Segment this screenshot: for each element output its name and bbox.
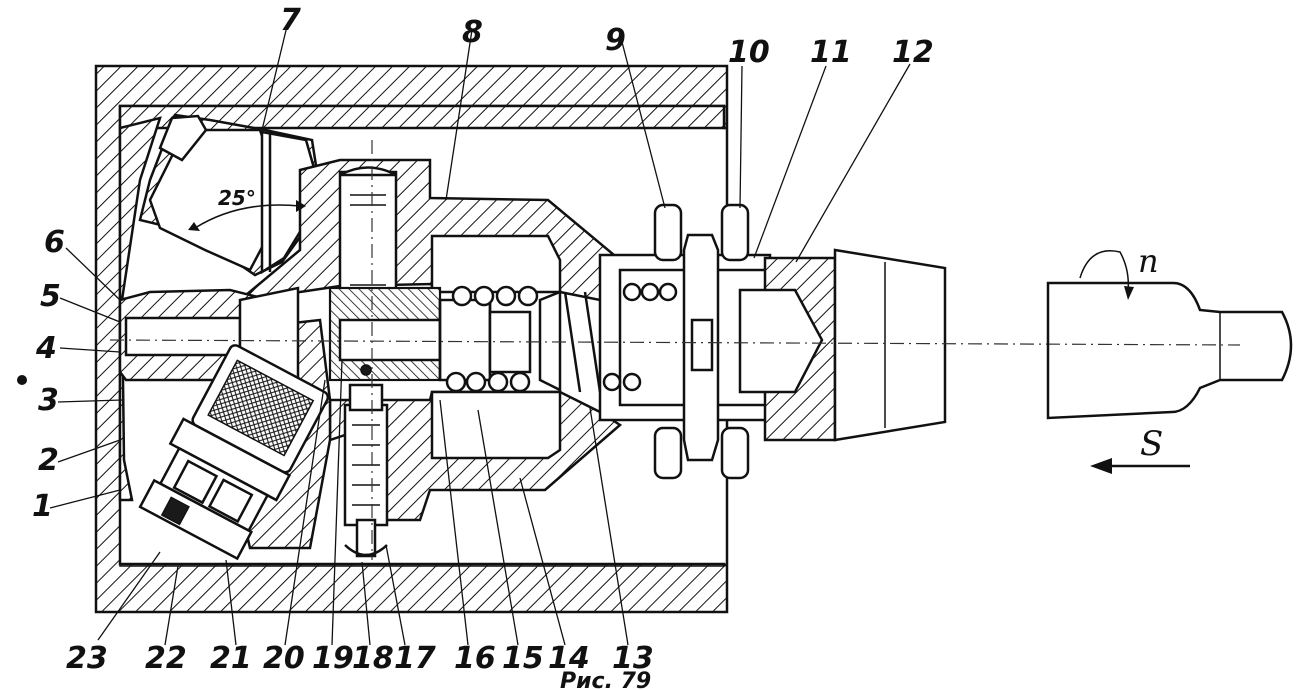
callout-19: 19 xyxy=(312,641,354,676)
spring-ball xyxy=(517,285,539,307)
main-shaft xyxy=(328,286,532,382)
callout-15: 15 xyxy=(502,641,544,676)
spring-ball xyxy=(509,371,531,393)
rotation-label: n xyxy=(1138,242,1159,280)
callout-5: 5 xyxy=(40,279,61,314)
callout-18: 18 xyxy=(352,641,394,676)
top-bolt xyxy=(338,166,398,294)
callout-9: 9 xyxy=(605,23,626,58)
callout-4: 4 xyxy=(35,331,57,366)
spring-ball xyxy=(473,285,495,307)
spring-ball xyxy=(465,371,487,393)
workpiece xyxy=(1046,250,1293,420)
spring-ball xyxy=(487,371,509,393)
callout-12: 12 xyxy=(892,35,934,70)
spindle-nose xyxy=(738,248,947,442)
cutter-head xyxy=(138,113,320,277)
figure-caption: Рис. 79 xyxy=(560,669,651,690)
vertical-pin xyxy=(343,364,389,558)
callout-10: 10 xyxy=(728,35,770,70)
callout-6: 6 xyxy=(44,225,65,260)
callout-21: 21 xyxy=(210,641,252,676)
leader-lines xyxy=(49,21,911,646)
spring-ball xyxy=(445,371,467,393)
callout-8: 8 xyxy=(462,15,483,50)
callout-3: 3 xyxy=(38,383,59,418)
callout-11: 11 xyxy=(810,35,852,70)
feed-label: S xyxy=(1140,424,1163,464)
callout-23: 23 xyxy=(66,641,108,676)
callout-20: 20 xyxy=(263,641,305,676)
callout-14: 14 xyxy=(548,641,590,676)
callout-22: 22 xyxy=(145,641,187,676)
spring-ball xyxy=(451,285,473,307)
outer-housing xyxy=(94,64,729,614)
inclined-cartridge xyxy=(138,344,330,561)
callout-2: 2 xyxy=(38,443,59,478)
margin-dot xyxy=(17,375,27,385)
callout-1: 1 xyxy=(32,489,53,524)
center-axis xyxy=(109,140,1241,560)
callout-13: 13 xyxy=(612,641,654,676)
angle-marker xyxy=(188,200,306,231)
callout-16: 16 xyxy=(454,641,496,676)
feed-arrow xyxy=(1090,458,1190,474)
callout-17: 17 xyxy=(394,641,436,676)
left-holder-wall xyxy=(118,116,162,502)
spring-ball xyxy=(495,285,517,307)
callout-labels: 7 8 9 10 11 12 6 5 4 3 2 1 23 22 21 20 1… xyxy=(32,3,1163,690)
callout-7: 7 xyxy=(280,3,301,38)
angle-label: 25° xyxy=(218,186,256,210)
